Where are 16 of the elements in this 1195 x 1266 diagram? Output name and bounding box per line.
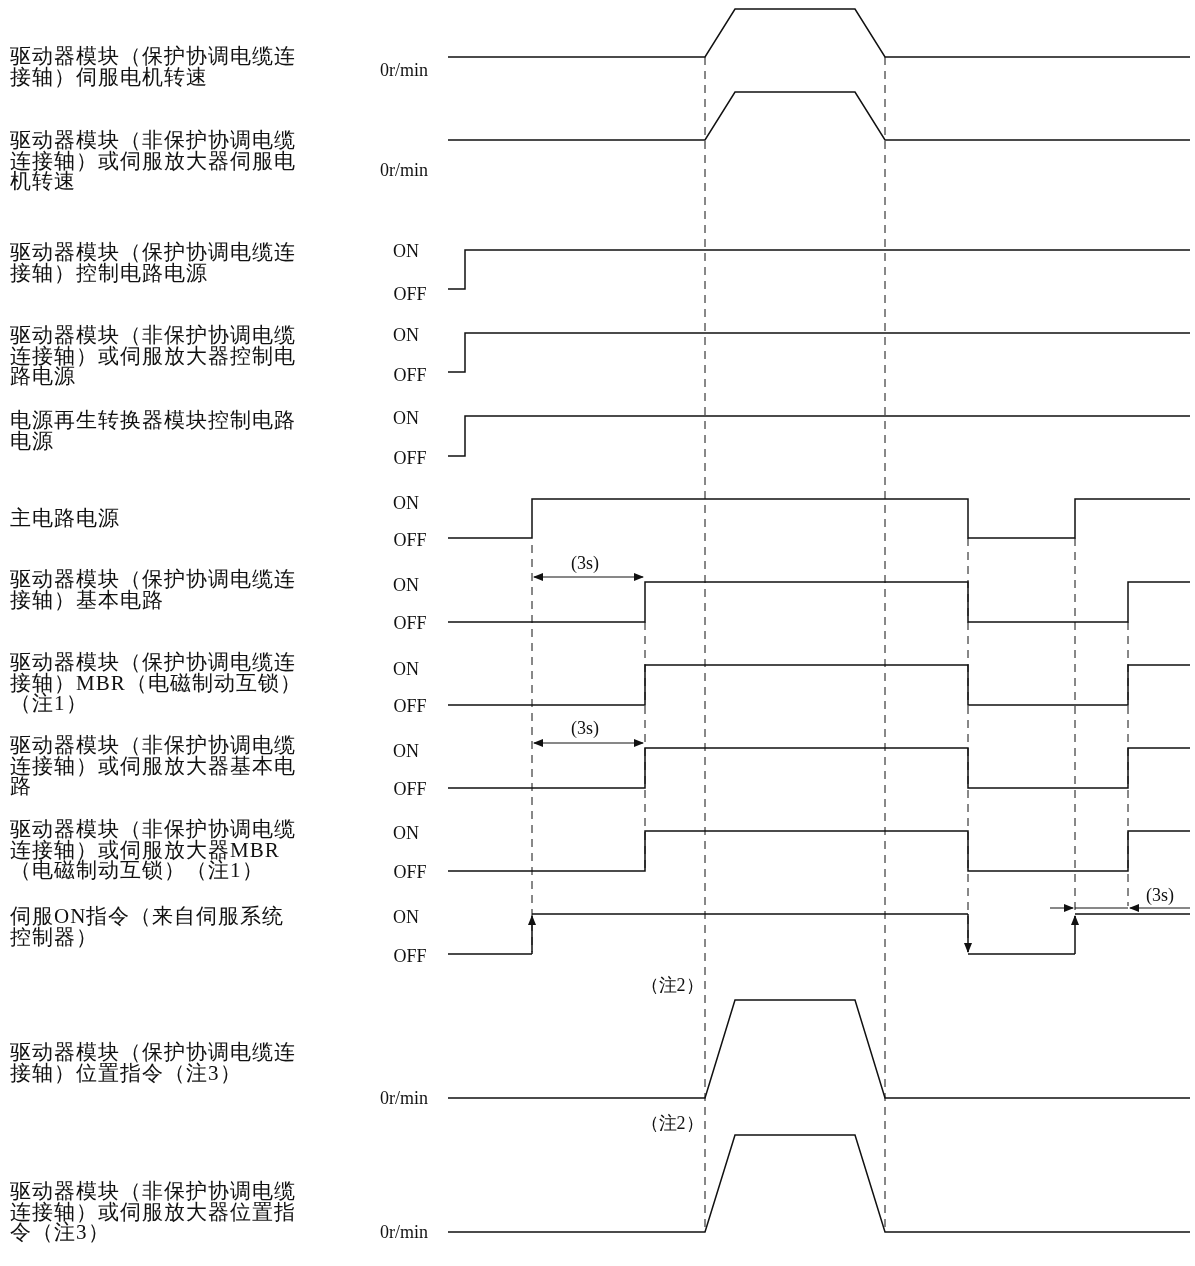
signal-name: 电源再生转换器模块控制电路电源 xyxy=(10,410,297,451)
signal-name: 驱动器模块（非保护协调电缆连接轴）或伺服放大器基本电路 xyxy=(10,735,297,797)
signal-name: 驱动器模块（保护协调电缆连接轴）伺服电机转速 xyxy=(10,46,297,87)
signal-name: 主电路电源 xyxy=(10,508,121,529)
signal-name: 伺服ON指令（来自伺服系统控制器） xyxy=(10,906,286,947)
signal-name: 驱动器模块（保护协调电缆连接轴）控制电路电源 xyxy=(10,242,297,283)
duration-label: (3s) xyxy=(1146,885,1174,905)
duration-label: (3s) xyxy=(571,718,599,738)
signal-name: 驱动器模块（非保护协调电缆连接轴）或伺服放大器控制电路电源 xyxy=(10,325,297,387)
signal-name: 驱动器模块（保护协调电缆连接轴）位置指令（注3） xyxy=(10,1042,297,1083)
signal-name: 驱动器模块（保护协调电缆连接轴）MBR（电磁制动互锁）（注1） xyxy=(10,652,302,714)
signal-name: 驱动器模块（非保护协调电缆连接轴）或伺服放大器伺服电机转速 xyxy=(10,130,297,192)
signal-name: 驱动器模块（非保护协调电缆连接轴）或伺服放大器MBR（电磁制动互锁）（注1） xyxy=(10,819,297,881)
duration-label: (3s) xyxy=(571,553,599,573)
signal-name: 驱动器模块（保护协调电缆连接轴）基本电路 xyxy=(10,569,297,610)
signal-name: 驱动器模块（非保护协调电缆连接轴）或伺服放大器位置指令（注3） xyxy=(10,1181,297,1243)
